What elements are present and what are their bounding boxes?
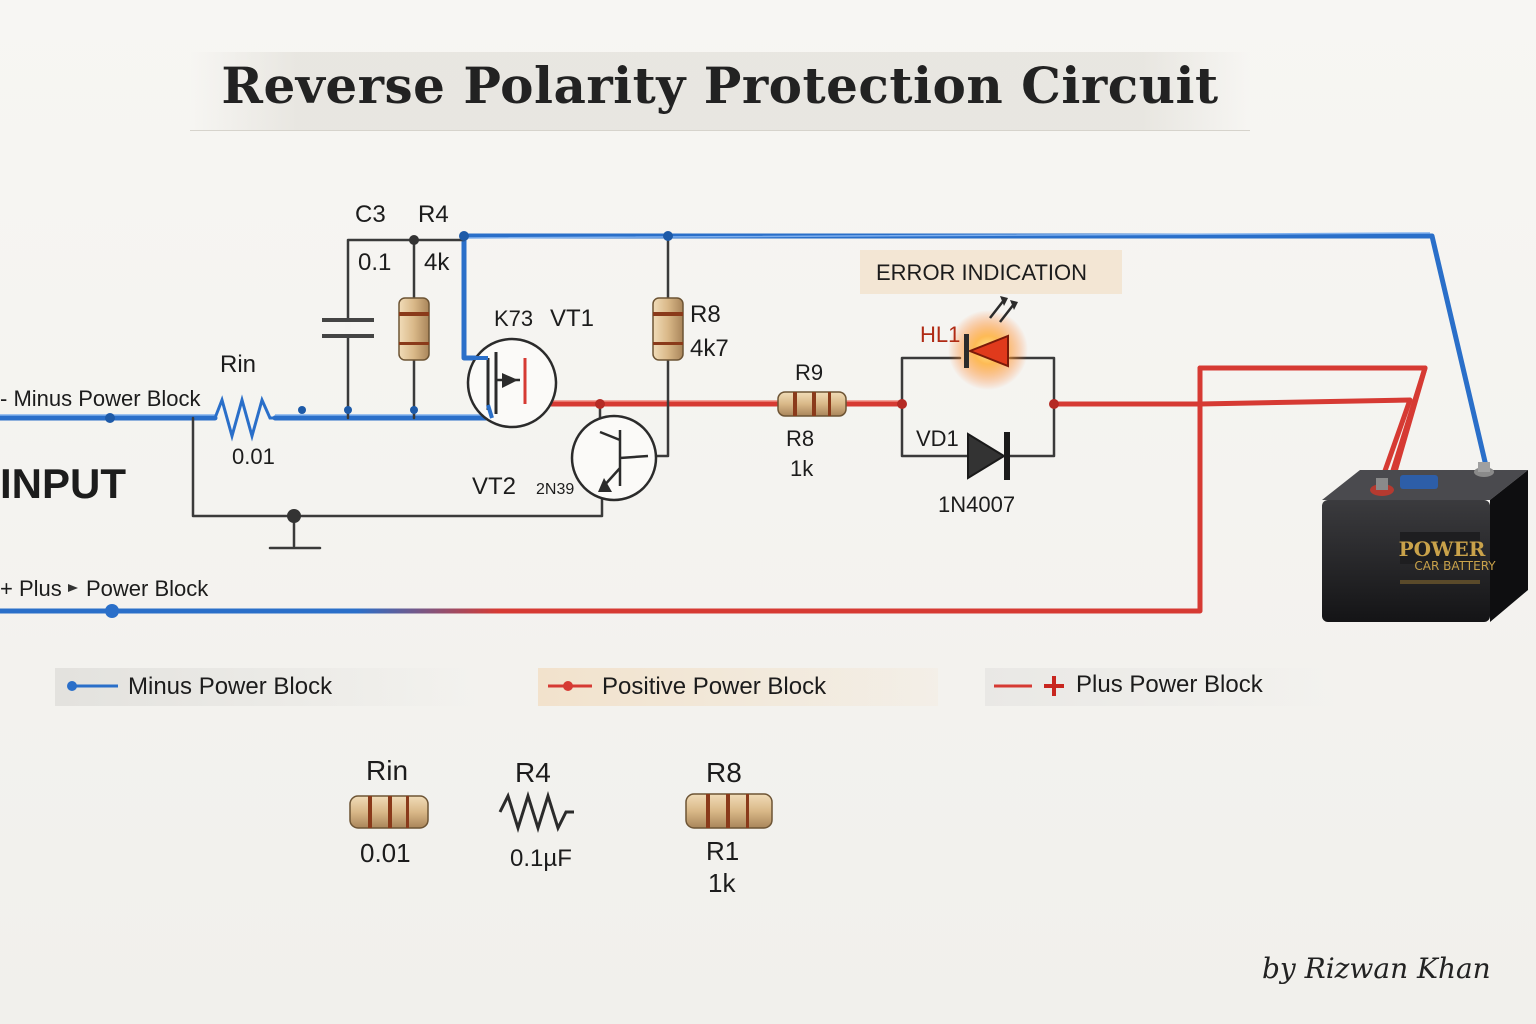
bottom-component-strip: Rin 0.01 R4 0.1µF R8 R1 1k bbox=[210, 755, 1160, 898]
positive-wire-path bbox=[527, 397, 1413, 488]
legend-positive-dot bbox=[563, 681, 573, 691]
arrow-icon bbox=[68, 584, 78, 592]
page-title: Reverse Polarity Protection Circuit bbox=[221, 56, 1219, 115]
rin-resistor-icon bbox=[213, 394, 275, 442]
legend-plus-bg bbox=[985, 668, 1335, 706]
label-k73: K73 bbox=[494, 306, 533, 331]
diode-icon bbox=[967, 432, 1010, 480]
r8-strip-resistor-icon bbox=[685, 793, 773, 829]
label-r9: R9 bbox=[795, 360, 823, 385]
label-r8-top: R8 bbox=[690, 301, 721, 328]
label-input: INPUT bbox=[0, 460, 126, 507]
minus-wire-network bbox=[0, 232, 1489, 469]
legend-positive: Positive Power Block bbox=[602, 673, 827, 700]
title-band bbox=[190, 52, 1250, 131]
label-rin-value: 0.01 bbox=[232, 444, 275, 469]
label-hl1: HL1 bbox=[920, 322, 960, 347]
signature: by Rizwan Khan bbox=[1262, 952, 1491, 985]
legend-minus: Minus Power Block bbox=[128, 673, 333, 700]
label-r8-top-value: 4k7 bbox=[690, 335, 729, 362]
battery-icon: POWER CAR BATTERY bbox=[1322, 462, 1528, 622]
label-vd1: VD1 bbox=[916, 426, 959, 451]
label-plus-input: + Plus bbox=[0, 576, 62, 601]
r4-resistor-icon bbox=[398, 297, 430, 361]
label-vd1-part: 1N4007 bbox=[938, 492, 1015, 517]
strip-r8: R8 bbox=[706, 757, 742, 788]
label-r4: R4 bbox=[418, 201, 449, 228]
battery-brand: POWER bbox=[1399, 537, 1486, 561]
strip-rin-value: 0.01 bbox=[360, 838, 411, 868]
legend: Minus Power Block Positive Power Block P… bbox=[72, 671, 1264, 700]
label-rin: Rin bbox=[220, 351, 256, 378]
junction-dots bbox=[67, 231, 1059, 691]
strip-r4-value: 0.1µF bbox=[510, 845, 572, 872]
label-r4-value: 4k bbox=[424, 249, 450, 276]
error-indication-box bbox=[860, 250, 1122, 294]
legend-minus-bg bbox=[55, 668, 475, 706]
strip-r4: R4 bbox=[515, 757, 551, 788]
capacitor-icon bbox=[322, 318, 374, 338]
control-wires bbox=[191, 238, 1056, 550]
plus-icon bbox=[1044, 676, 1064, 696]
label-plus-input-rest: Power Block bbox=[86, 576, 209, 601]
r4-strip-zigzag-icon bbox=[498, 790, 574, 834]
label-r8-mid-value: 1k bbox=[790, 456, 814, 481]
r8-resistor-icon bbox=[652, 297, 684, 361]
label-vt1: VT1 bbox=[550, 305, 594, 332]
label-minus-input: - Minus Power Block bbox=[0, 386, 202, 411]
label-r8-mid: R8 bbox=[786, 426, 814, 451]
label-vt2: VT2 bbox=[472, 473, 516, 500]
mosfet-icon bbox=[464, 337, 558, 429]
legend-positive-bg bbox=[538, 668, 938, 706]
rin-strip-resistor-icon bbox=[349, 795, 429, 829]
label-vt2-part: 2N39 bbox=[536, 481, 574, 498]
battery-type: CAR BATTERY bbox=[1414, 559, 1496, 573]
led-icon bbox=[948, 296, 1028, 390]
strip-r1-value: 1k bbox=[708, 868, 736, 898]
strip-r1: R1 bbox=[706, 836, 739, 866]
plus-wire-network bbox=[0, 365, 1428, 614]
r9-resistor-icon bbox=[777, 391, 847, 417]
label-c3-value: 0.1 bbox=[358, 249, 391, 276]
label-c3: C3 bbox=[355, 201, 386, 228]
transistor-icon bbox=[570, 414, 658, 502]
legend-plus: Plus Power Block bbox=[1076, 671, 1264, 698]
strip-rin: Rin bbox=[366, 755, 408, 786]
label-error-indication: ERROR INDICATION bbox=[876, 260, 1087, 285]
